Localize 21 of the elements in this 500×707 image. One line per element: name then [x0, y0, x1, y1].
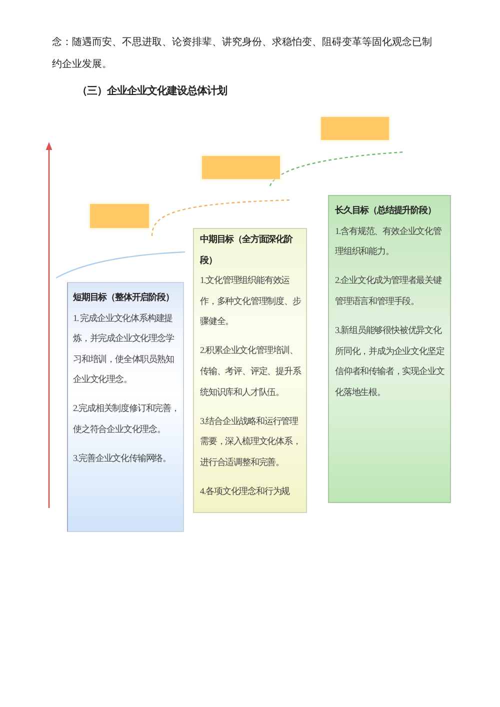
goal-panel — [67, 282, 184, 532]
blank-box — [321, 117, 389, 140]
goal-text: 4.各项文化理念和行为规 — [200, 485, 291, 498]
goal-text: 1. 完成企业文化体系构建提炼，并完成企业文化理念学习和培训，使全体职员熟知企业文化理念。 — [73, 312, 175, 386]
goal-text: 2.积累企业文化管理培训、传输、考评、评定、提升系统知识库和人才队伍。 — [200, 344, 302, 399]
panel-heading: 短期目标（整体开启阶段） — [73, 291, 175, 304]
goal-text: 2.完成相关制度修订和完善，使之符合企业文化理念。 — [73, 402, 180, 436]
goal-text: 1.含有规范、有效企业文化管理组织和能力。 — [335, 224, 442, 258]
blank-box — [202, 156, 280, 179]
goal-panel — [328, 195, 451, 503]
goal-text: 3.完善企业文化传输网络。 — [73, 452, 172, 466]
blank-box — [90, 204, 149, 228]
body-paragraph: 念：随遇而安、不思进取、论资排辈、讲究身份、求稳怕变、阻碍变革等固化观念已制约企业发展。 — [52, 36, 433, 72]
panel-heading: 长久目标（总结提升阶段） — [335, 204, 437, 217]
section-heading: （三）企业企业文化建设总体计划 — [77, 84, 227, 99]
goal-text: 3.结合企业战略和运行管理需要，深入梳理文化体系，进行合适调整和完善。 — [200, 414, 302, 469]
goal-panel — [193, 228, 307, 513]
goal-text: 3.新组员能够很快被优异文化所同化，并成为企业文化坚定信仰者和传输者，实现企业文化落地生根。 — [335, 324, 446, 399]
goal-text: 1.文化管理组织能有效运作，多种文化管理制度、步骤健全。 — [200, 274, 302, 328]
panel-heading: 中期目标（全方面深化阶段） — [200, 233, 294, 267]
goal-text: 2.企业文化成为管理者最关键管理语言和管理手段。 — [335, 274, 443, 308]
